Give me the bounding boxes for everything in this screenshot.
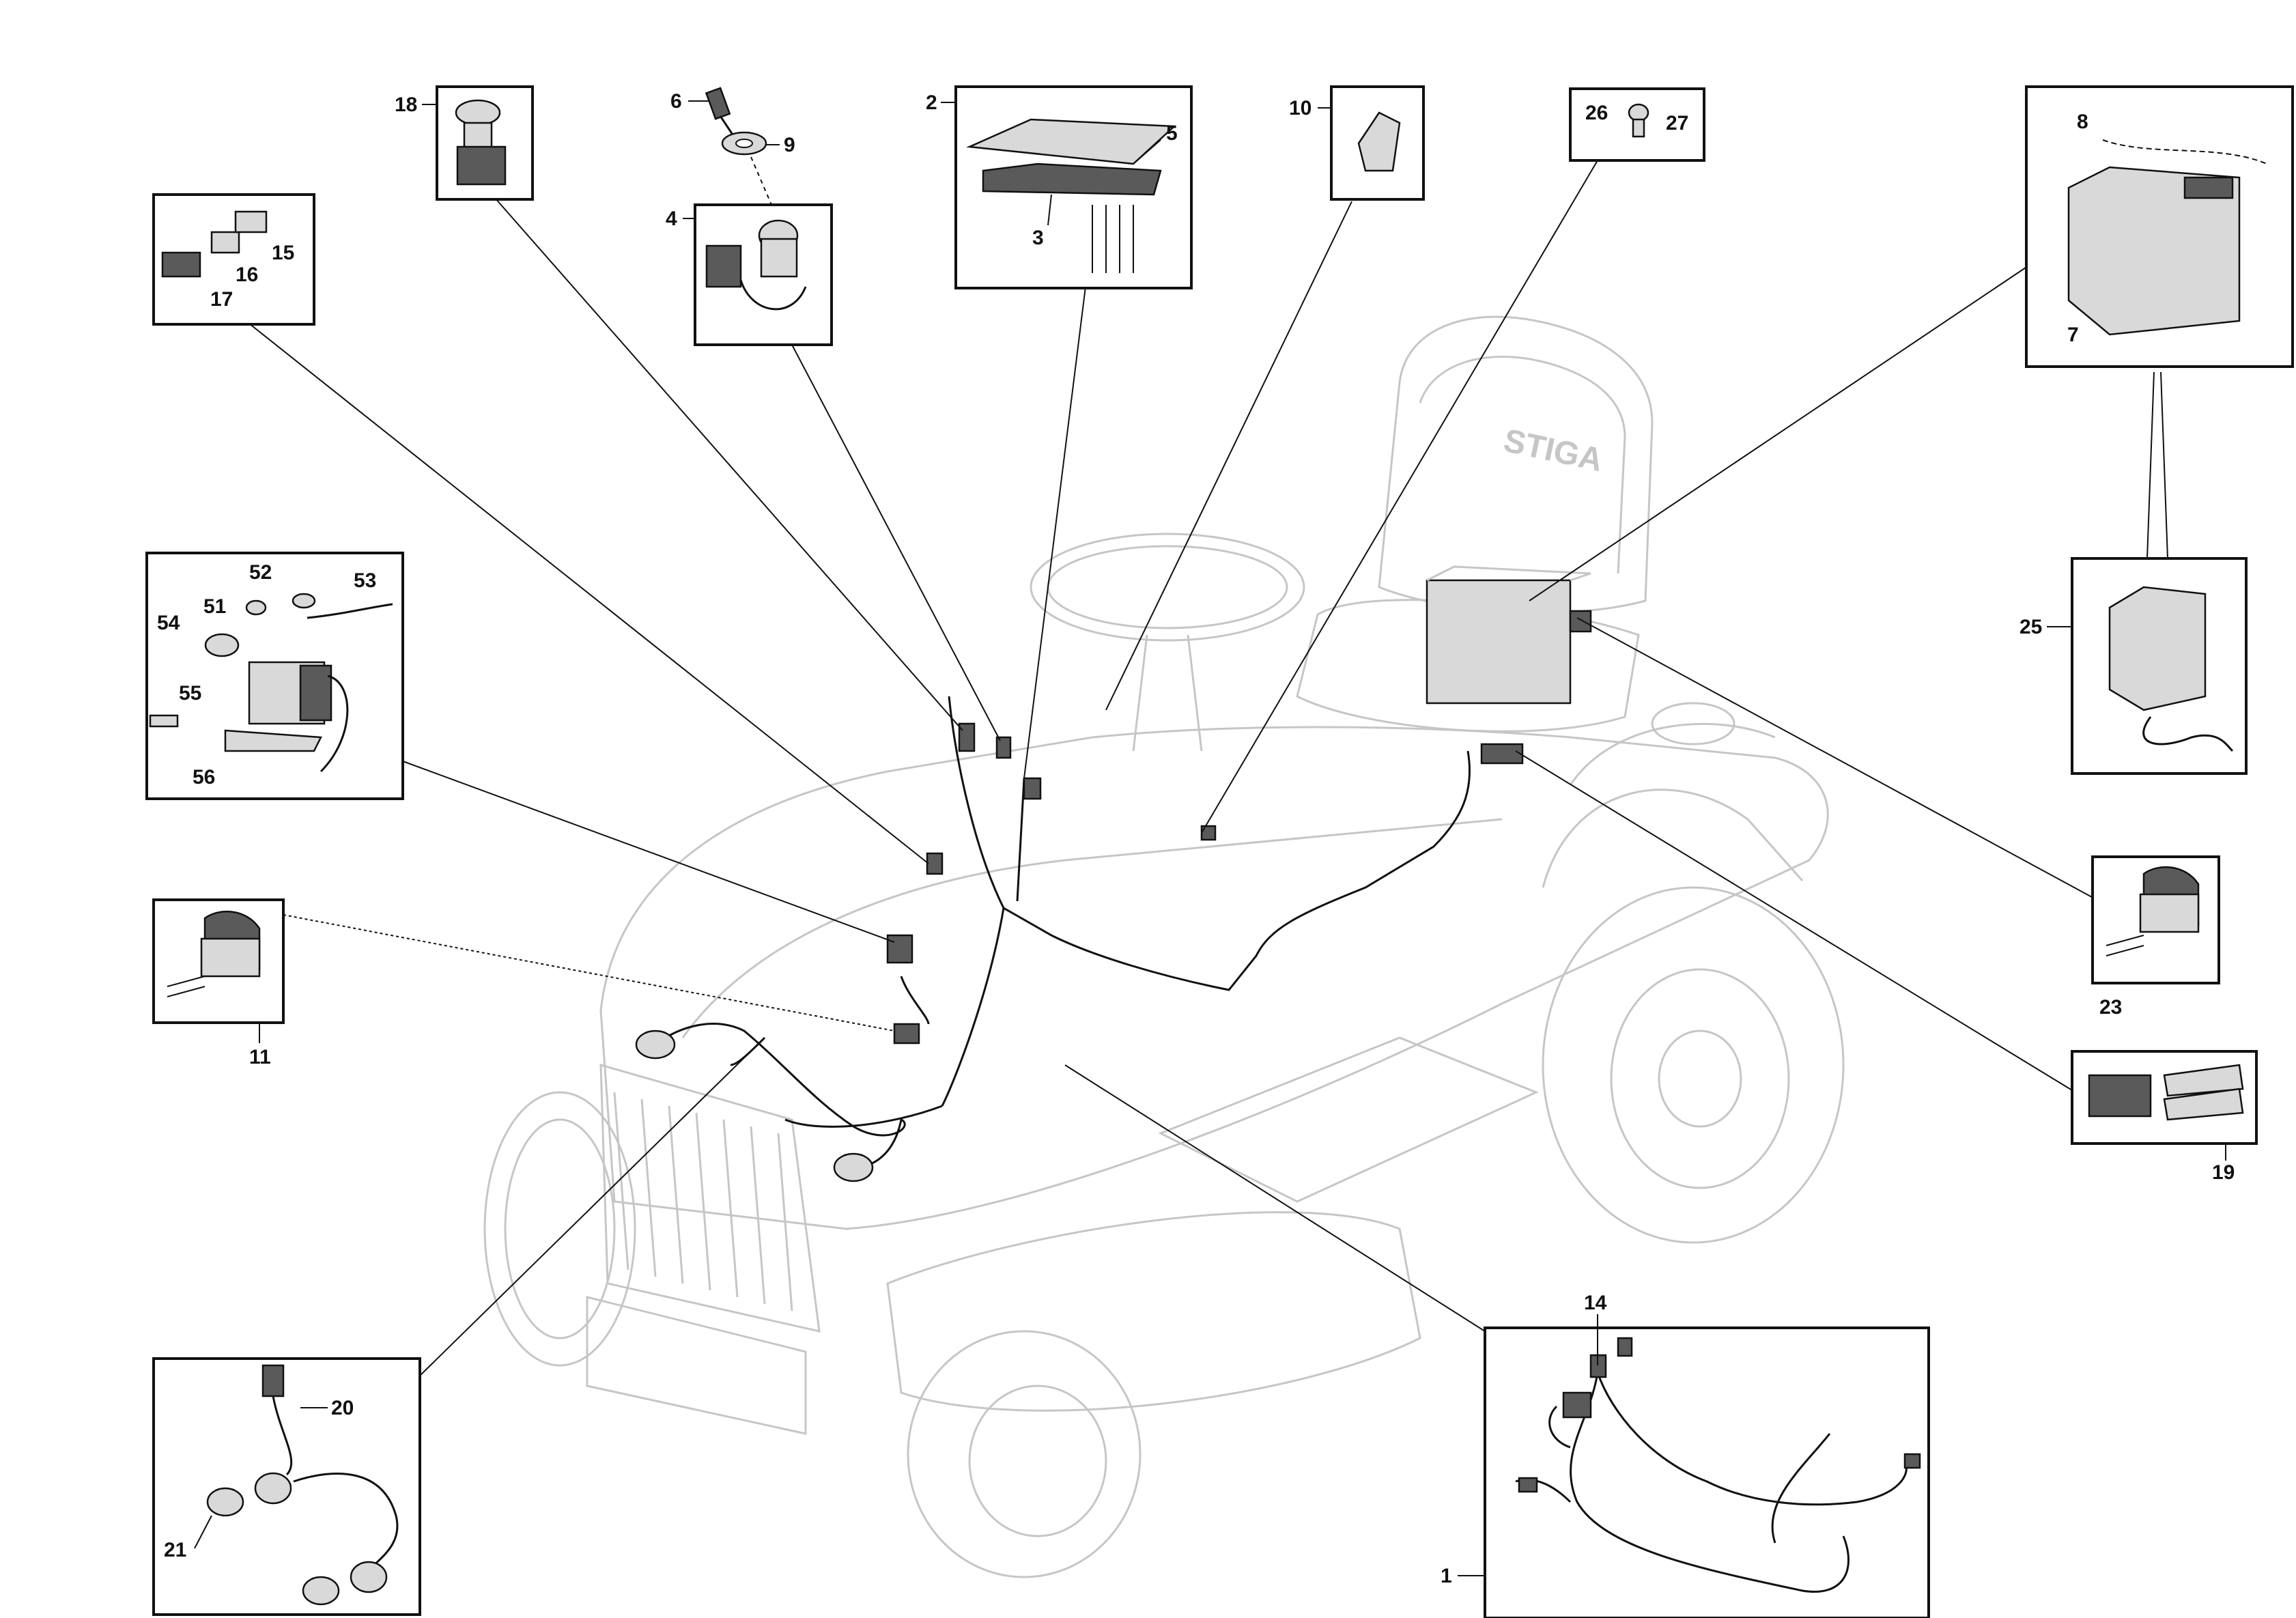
callout-54: 54 <box>157 612 180 634</box>
connector-4-on-tractor <box>995 736 1012 759</box>
connector-11-on-tractor <box>893 1023 920 1045</box>
part-box-15-16-17[interactable] <box>152 193 315 326</box>
part-box-23[interactable] <box>2091 855 2220 984</box>
callout-56: 56 <box>193 766 215 789</box>
callout-8: 8 <box>2077 111 2088 133</box>
callout-15: 15 <box>272 242 294 264</box>
part-box-26-27[interactable] <box>1569 87 1705 162</box>
part-box-19[interactable] <box>2071 1050 2258 1145</box>
connector-23-on-tractor <box>1569 610 1592 633</box>
callout-51: 51 <box>203 595 226 618</box>
battery-on-tractor <box>1426 579 1572 705</box>
callout-5: 5 <box>1166 122 1178 145</box>
connector-15-on-tractor <box>926 852 944 875</box>
tractor-wiring-harness <box>635 565 1592 1182</box>
part-box-4[interactable] <box>694 203 833 346</box>
solenoid-on-tractor <box>886 934 913 964</box>
callout-27: 27 <box>1666 112 1688 134</box>
connector-2-on-tractor <box>1023 777 1042 800</box>
callout-17: 17 <box>210 288 233 311</box>
connector-18-on-tractor <box>958 722 976 752</box>
headlight-right-on-tractor <box>833 1152 874 1182</box>
callout-26: 26 <box>1585 102 1608 124</box>
callout-11: 11 <box>249 1046 271 1068</box>
part-box-10[interactable] <box>1330 85 1425 201</box>
callout-10: 10 <box>1289 97 1312 119</box>
tractor-logo: STIGA <box>1501 423 1606 479</box>
callout-16: 16 <box>236 264 258 286</box>
callout-14: 14 <box>1584 1292 1607 1314</box>
callout-3: 3 <box>1032 227 1044 249</box>
callout-25: 25 <box>2019 616 2042 638</box>
callout-9: 9 <box>784 134 795 156</box>
part-box-7-8[interactable] <box>2025 85 2294 368</box>
callout-20: 20 <box>331 1397 354 1419</box>
tractor-outline: STIGA <box>483 315 1845 1578</box>
headlight-left-on-tractor <box>635 1030 676 1060</box>
callout-4: 4 <box>666 208 677 230</box>
callout-52: 52 <box>249 561 272 584</box>
callout-1: 1 <box>1441 1565 1452 1587</box>
connector-19-on-tractor <box>1480 743 1524 765</box>
callout-55: 55 <box>179 682 201 705</box>
part-key-6 <box>705 87 735 137</box>
part-box-1-14[interactable] <box>1484 1326 1930 1618</box>
part-box-18[interactable] <box>436 85 534 201</box>
callout-23: 23 <box>2099 996 2122 1019</box>
callout-7: 7 <box>2067 324 2079 346</box>
part-box-25[interactable] <box>2071 557 2248 775</box>
callout-2: 2 <box>926 91 937 114</box>
callout-18: 18 <box>395 94 417 116</box>
part-box-51-56[interactable] <box>145 552 404 800</box>
part-box-11[interactable] <box>152 898 285 1024</box>
callout-19: 19 <box>2212 1161 2235 1184</box>
callout-21: 21 <box>164 1539 186 1561</box>
part-box-2[interactable] <box>954 85 1193 289</box>
leader-lines <box>245 160 2168 1376</box>
part-box-20-21[interactable] <box>152 1357 421 1616</box>
callout-53: 53 <box>354 569 376 592</box>
callout-6: 6 <box>670 90 682 113</box>
part-washer-9 <box>721 131 767 156</box>
